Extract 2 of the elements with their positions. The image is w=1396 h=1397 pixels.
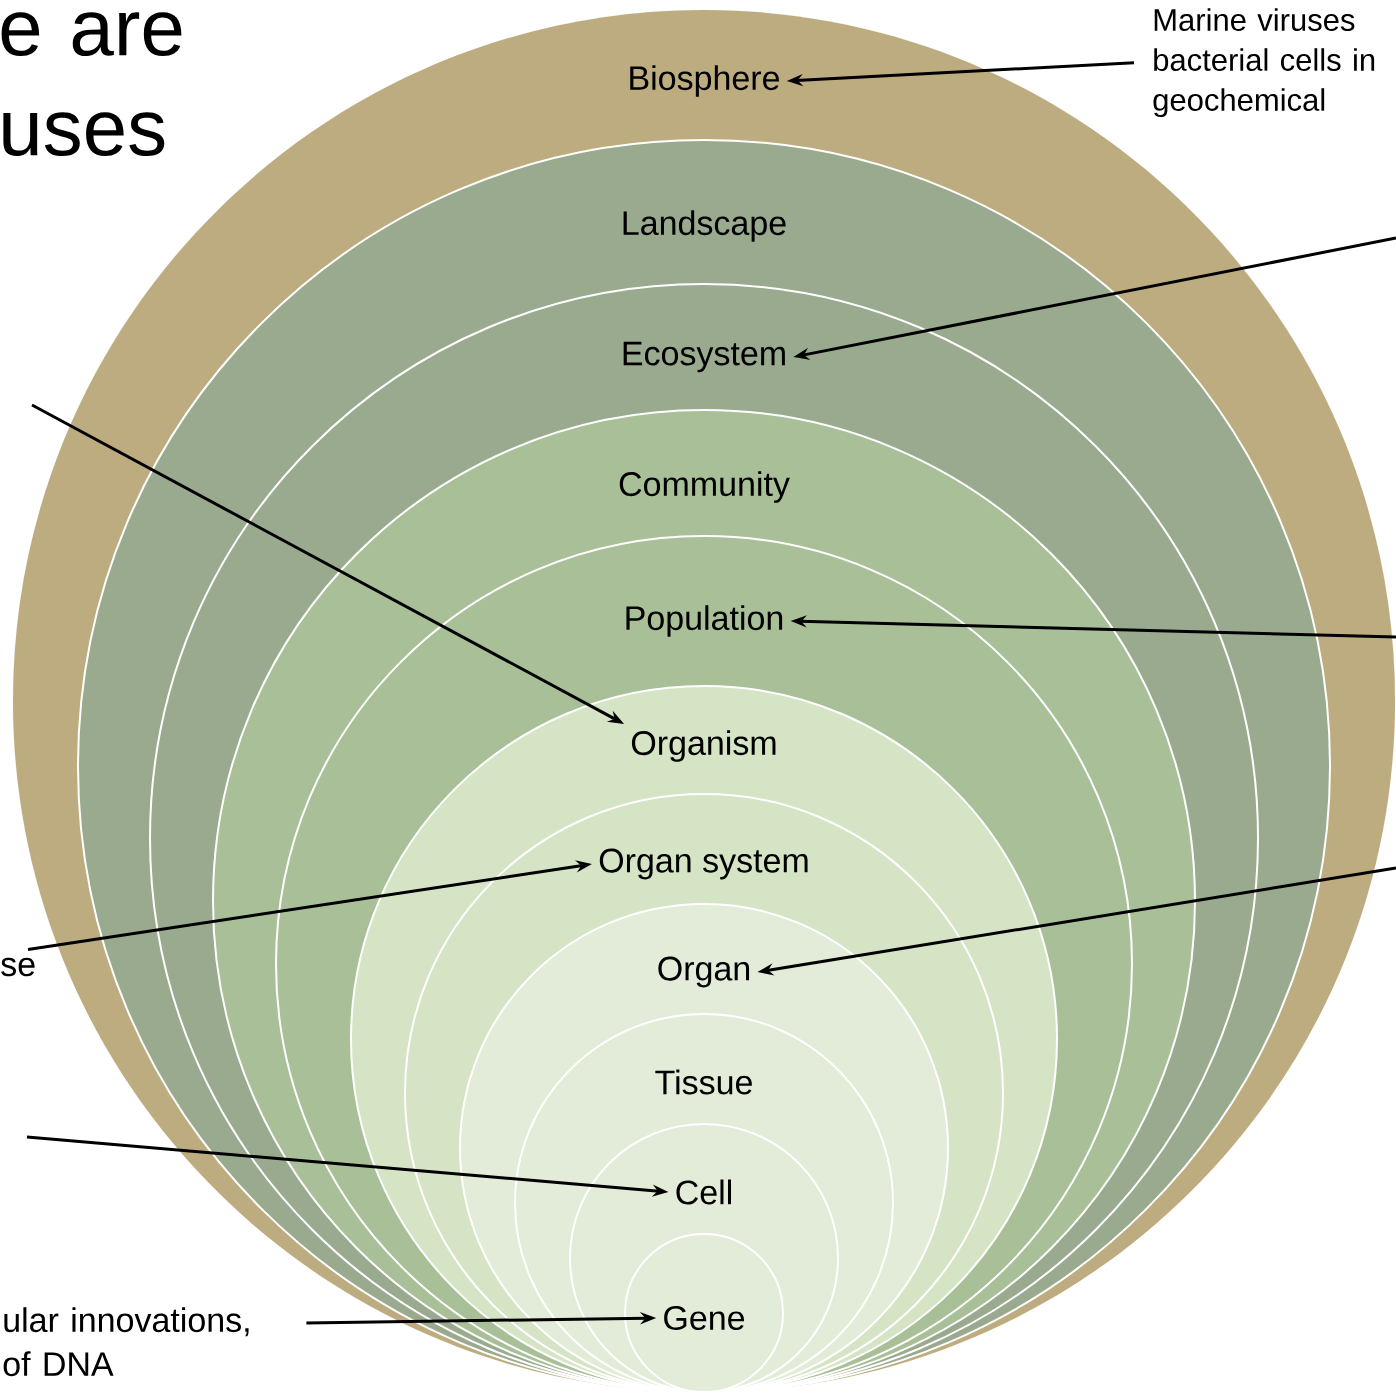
node-label: Gene: [664, 1305, 745, 1331]
annotation-text: Marine viruses bacterial cells in geochemical: [1153, 8, 1375, 118]
